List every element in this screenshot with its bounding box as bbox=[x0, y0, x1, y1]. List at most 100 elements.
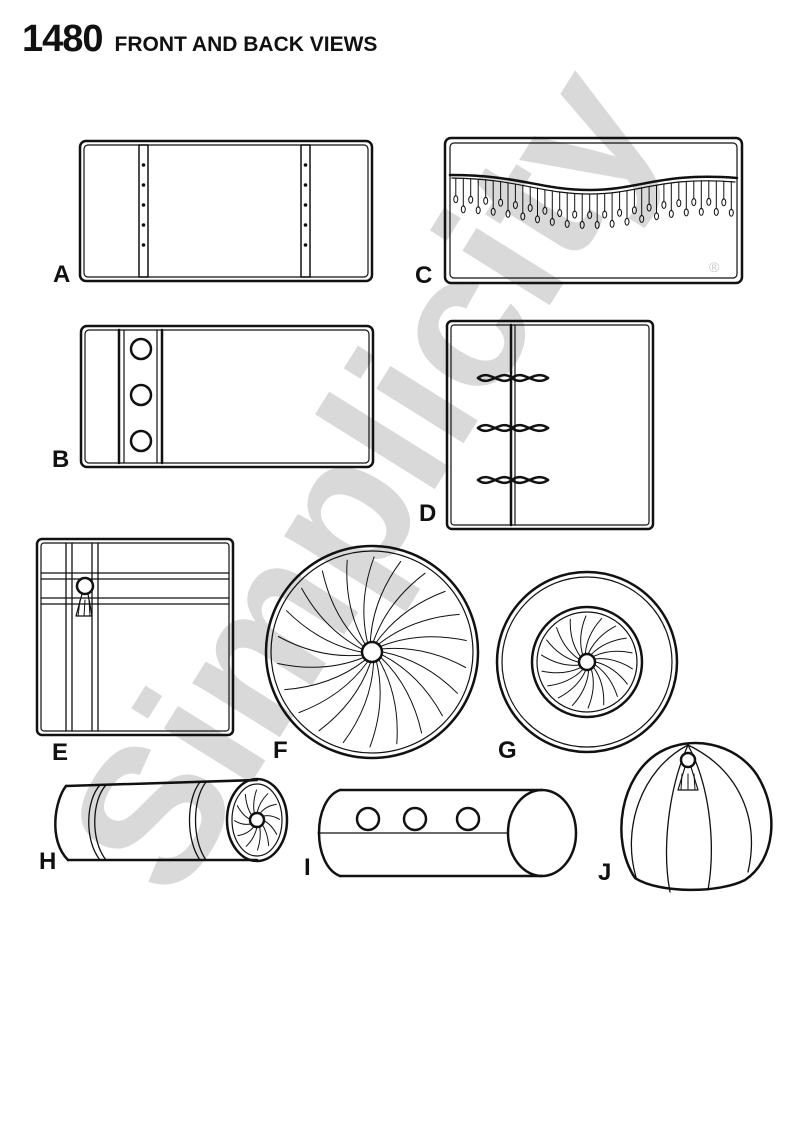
pleat-line bbox=[245, 826, 258, 847]
fringe-bead bbox=[557, 209, 563, 217]
view-label-d: D bbox=[419, 500, 436, 527]
view-label-g: G bbox=[498, 737, 517, 764]
fringe-bead bbox=[654, 212, 659, 221]
fringe-bead bbox=[535, 215, 540, 224]
pleat-line bbox=[380, 657, 423, 734]
pleat-line bbox=[591, 637, 627, 655]
fringe-bead bbox=[661, 200, 667, 209]
fringe-bead bbox=[594, 220, 600, 229]
view-h-bolster bbox=[54, 777, 289, 863]
pleat-line bbox=[376, 590, 446, 643]
pleat-line bbox=[277, 636, 362, 657]
fringe-bead bbox=[698, 207, 704, 216]
fringe-bead bbox=[587, 211, 593, 219]
page-subtitle: FRONT AND BACK VIEWS bbox=[114, 33, 378, 56]
pleat-line bbox=[569, 618, 581, 657]
fringe-bead bbox=[728, 208, 734, 217]
pleat-line bbox=[259, 803, 277, 815]
view-label-f: F bbox=[273, 737, 288, 764]
fringe-bead bbox=[498, 198, 504, 207]
fringe-bead bbox=[602, 210, 608, 219]
fringe-bead bbox=[668, 209, 674, 218]
view-i-bolster bbox=[317, 788, 578, 878]
pleat-line bbox=[541, 667, 581, 674]
pleat-line bbox=[595, 664, 618, 697]
pleat-line bbox=[382, 651, 458, 694]
fringe-bead bbox=[564, 219, 570, 228]
view-c-pillow bbox=[443, 136, 744, 285]
pleat-line bbox=[547, 669, 583, 687]
fringe-bead bbox=[572, 210, 578, 219]
pleat-line bbox=[277, 657, 364, 668]
pleat-line bbox=[584, 617, 603, 654]
pleat-line bbox=[342, 662, 375, 744]
pleat-line bbox=[595, 658, 633, 670]
fringe-bead bbox=[609, 219, 615, 228]
pleat-line bbox=[373, 572, 426, 642]
view-label-c: C bbox=[415, 262, 432, 289]
pleat-line bbox=[284, 659, 366, 691]
pleat-line bbox=[557, 670, 586, 699]
fringe-trim bbox=[453, 177, 734, 229]
pleat-line bbox=[298, 661, 368, 714]
fringe-bead bbox=[713, 207, 719, 216]
watermark-registered-mark: ® bbox=[709, 259, 720, 275]
pleat-line bbox=[595, 661, 628, 685]
fringe-bead bbox=[549, 217, 555, 226]
fringe-bead bbox=[483, 196, 489, 205]
pleat-line bbox=[556, 627, 579, 660]
pleat-line bbox=[587, 669, 594, 709]
view-label-e: E bbox=[52, 739, 68, 766]
fringe-bead bbox=[460, 205, 466, 214]
pattern-number: 1480 bbox=[22, 18, 104, 60]
frog-closure bbox=[476, 373, 550, 485]
fringe-bead bbox=[527, 203, 533, 212]
pleat-lines bbox=[277, 556, 467, 748]
fringe-bead bbox=[542, 206, 548, 215]
pleat-line bbox=[382, 654, 443, 717]
pleat-line bbox=[378, 659, 398, 745]
view-label-b: B bbox=[52, 446, 69, 473]
view-label-i: I bbox=[304, 854, 311, 881]
view-e-pillow bbox=[35, 537, 235, 737]
fringe-bead bbox=[706, 197, 712, 206]
view-g-pillow bbox=[495, 570, 679, 754]
pleat-lines bbox=[541, 615, 633, 709]
fringe-bead bbox=[639, 214, 645, 223]
pleat-line bbox=[256, 793, 269, 814]
pleat-line bbox=[593, 650, 633, 657]
pleat-line bbox=[580, 615, 587, 655]
pleat-line bbox=[369, 560, 402, 642]
view-j-ball-pillow bbox=[620, 741, 773, 893]
fringe-bead bbox=[631, 206, 637, 215]
fringe-bead bbox=[579, 220, 585, 229]
fringe-bead bbox=[676, 199, 682, 208]
pleat-line bbox=[253, 789, 257, 815]
pleat-line bbox=[571, 670, 590, 707]
fringe-bead bbox=[520, 212, 526, 221]
fringe-bead bbox=[646, 203, 652, 212]
view-label-a: A bbox=[53, 261, 70, 288]
view-labels: A B C D E F G H I J bbox=[39, 261, 611, 886]
fringe-bead bbox=[453, 195, 459, 204]
pleat-line bbox=[541, 654, 579, 666]
fringe-bead bbox=[617, 208, 623, 217]
pleat-line bbox=[346, 559, 366, 645]
fringe-bead bbox=[683, 208, 689, 217]
view-a-pillow bbox=[78, 139, 374, 283]
pleat-line bbox=[382, 647, 467, 668]
pleat-line bbox=[318, 662, 371, 732]
watermark-text: Simplicity bbox=[26, 31, 699, 928]
pleat-line bbox=[546, 639, 579, 663]
pleat-line bbox=[369, 661, 381, 748]
fringe-bead bbox=[490, 207, 496, 216]
pleat-line bbox=[363, 556, 375, 643]
pleat-line bbox=[593, 667, 605, 706]
fringe-bead bbox=[475, 206, 481, 215]
pleat-line bbox=[588, 625, 617, 654]
view-label-h: H bbox=[39, 848, 56, 875]
header: 1480 FRONT AND BACK VIEWS bbox=[22, 18, 377, 61]
pleat-line bbox=[378, 613, 460, 645]
